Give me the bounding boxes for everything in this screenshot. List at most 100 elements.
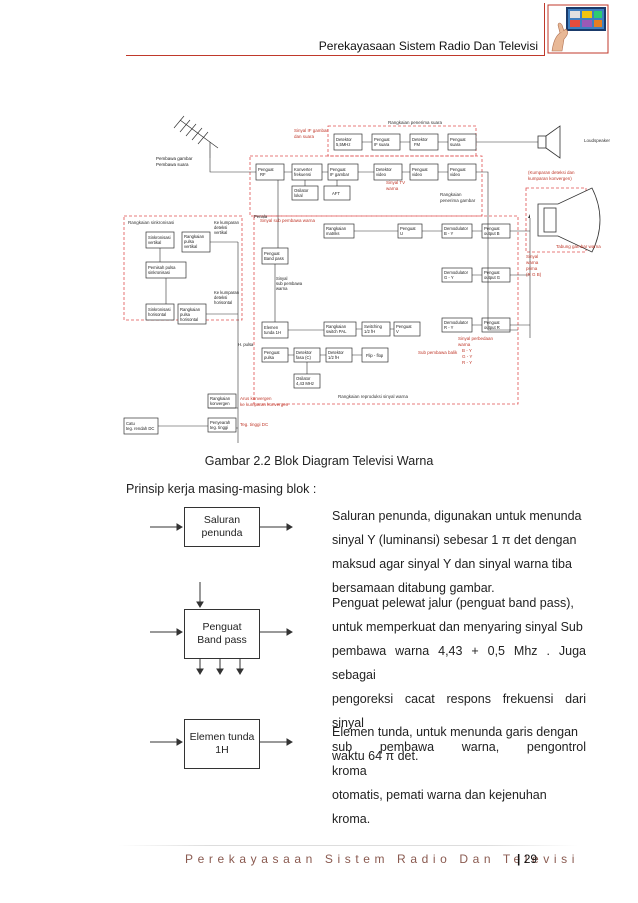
footer-title: Perekayasaan Sistem Radio Dan Televisi (185, 852, 580, 866)
svg-text:Ke kumparan: Ke kumparan (214, 290, 240, 295)
svg-text:Detektor: Detektor (296, 350, 312, 355)
paragraph-line: Penguat pelewat jalur (penguat band pass… (332, 596, 574, 610)
paragraph-line: otomatis, pemati warna dan kejenuhan kro… (332, 788, 547, 826)
svg-text:Pembawa suara: Pembawa suara (156, 162, 189, 167)
svg-text:Switching: Switching (364, 324, 383, 329)
tv-logo-image (547, 4, 609, 54)
svg-text:suara: suara (450, 142, 461, 147)
svg-text:Rangkaian reproduksi sinyal wa: Rangkaian reproduksi sinyal warna (338, 394, 409, 399)
svg-text:Ke kumparan: Ke kumparan (214, 220, 240, 225)
svg-text:AFT: AFT (332, 191, 340, 196)
svg-text:Demodulator: Demodulator (444, 320, 469, 325)
svg-text:deteksi: deteksi (214, 225, 227, 230)
svg-text:Sinyal: Sinyal (526, 254, 538, 259)
svg-text:1/2 fH: 1/2 fH (328, 355, 339, 360)
svg-text:warna: warna (386, 186, 399, 191)
svg-text:Sub pembawa balik: Sub pembawa balik (418, 350, 458, 355)
svg-text:Sinkronisasi: Sinkronisasi (148, 307, 171, 312)
svg-text:vertikal: vertikal (184, 244, 197, 249)
svg-text:lokal: lokal (294, 193, 303, 198)
svg-text:horisontal: horisontal (148, 312, 166, 317)
svg-text:Penguat: Penguat (484, 226, 500, 231)
svg-text:teg. rendah DC: teg. rendah DC (126, 426, 154, 431)
svg-text:dan suara: dan suara (294, 134, 315, 139)
svg-text:Penguat: Penguat (264, 251, 280, 256)
svg-text:warna: warna (276, 286, 288, 291)
svg-text:horisontal: horisontal (180, 317, 198, 322)
svg-text:pulsa: pulsa (180, 312, 191, 317)
header-frame: Perekayasaan Sistem Radio Dan Televisi (126, 3, 545, 56)
svg-text:sub pembawa: sub pembawa (276, 281, 303, 286)
svg-text:Rangkaian: Rangkaian (326, 226, 347, 231)
svg-text:V: V (396, 329, 399, 334)
svg-text:Pemisah pulsa: Pemisah pulsa (148, 265, 176, 270)
svg-text:kumparan konvergen): kumparan konvergen) (528, 176, 572, 181)
svg-text:Teg. tinggi DC: Teg. tinggi DC (240, 422, 269, 427)
region-color (253, 215, 519, 405)
svg-text:Penguat: Penguat (450, 137, 466, 142)
svg-text:Penguat: Penguat (484, 270, 500, 275)
svg-text:konvergen: konvergen (210, 401, 230, 406)
svg-text:video: video (450, 172, 461, 177)
svg-text:Sinyal IF gambar: Sinyal IF gambar (294, 128, 329, 133)
svg-text:Demodulator: Demodulator (444, 226, 469, 231)
svg-text:Penguat: Penguat (484, 320, 500, 325)
svg-text:G - Y: G - Y (444, 275, 454, 280)
svg-text:Detektor: Detektor (328, 350, 344, 355)
svg-text:FM: FM (414, 142, 421, 147)
svg-text:IF gambar: IF gambar (330, 172, 350, 177)
label-antenna: Pembawa gambar (156, 156, 193, 161)
paragraph-line: untuk memperkuat dan menyaring sinyal Su… (332, 620, 583, 634)
svg-text:Elemen: Elemen (264, 325, 279, 330)
svg-text:video: video (412, 172, 423, 177)
svg-text:Sinyal sub pembawa warna: Sinyal sub pembawa warna (260, 218, 316, 223)
paragraph-line: waktu 64 π det. (332, 749, 419, 763)
svg-text:Osilator: Osilator (294, 188, 309, 193)
svg-text:Penguat: Penguat (400, 226, 416, 231)
svg-text:Rangkaian: Rangkaian (326, 324, 347, 329)
intro-text: Prinsip kerja masing-masing blok : (126, 482, 317, 496)
paragraph-line: sinyal Y (luminansi) sebesar 1 π det den… (332, 533, 577, 547)
svg-text:Sinyal: Sinyal (276, 276, 287, 281)
paragraph-elemen-tunda: Elemen tunda, untuk menunda garis dengan… (332, 720, 586, 768)
svg-text:IF suara: IF suara (374, 142, 390, 147)
svg-text:horisontal: horisontal (214, 300, 232, 305)
svg-text:Sinkronisasi: Sinkronisasi (148, 235, 171, 240)
svg-text:warna: warna (526, 260, 539, 265)
svg-text:Konverter: Konverter (294, 167, 313, 172)
region-picture (249, 155, 483, 217)
block-penguat-band-pass: Penguat Band pass (184, 609, 260, 659)
svg-text:Loudspeaker: Loudspeaker (584, 138, 611, 143)
svg-text:frekuensi: frekuensi (294, 172, 311, 177)
paragraph-line: Elemen tunda, untuk menunda garis dengan (332, 725, 579, 739)
svg-text:B - Y: B - Y (462, 348, 472, 353)
svg-text:G - Y: G - Y (462, 354, 472, 359)
svg-text:1/2 fH: 1/2 fH (364, 329, 375, 334)
svg-text:Sinyal perbedaan: Sinyal perbedaan (458, 336, 494, 341)
paragraph-line: pembawa warna 4,43 + 0,5 Mhz . Juga seba… (332, 644, 586, 682)
svg-text:Band pass: Band pass (264, 256, 284, 261)
footer-rule (118, 845, 578, 846)
svg-text:pulsa: pulsa (184, 239, 195, 244)
footer-separator: | (517, 852, 521, 866)
svg-text:switch PAL: switch PAL (326, 329, 347, 334)
svg-text:video: video (376, 172, 387, 177)
svg-text:penerima gambar: penerima gambar (440, 198, 476, 203)
svg-text:Penguat: Penguat (450, 167, 466, 172)
svg-text:ke kumparan konvergen: ke kumparan konvergen (240, 402, 289, 407)
figure-caption: Gambar 2.2 Blok Diagram Televisi Warna (204, 454, 434, 468)
tv-block-diagram: Pembawa gambar Pembawa suara (123, 115, 611, 443)
svg-text:Penguat: Penguat (374, 137, 390, 142)
svg-text:Penala: Penala (254, 214, 268, 219)
block-elemen-tunda: Elemen tunda 1H (184, 719, 260, 769)
svg-text:Osilator: Osilator (296, 376, 311, 381)
svg-text:Flip - flop: Flip - flop (366, 353, 384, 358)
paragraph-line: pengoreksi cacat respons frekuensi dari … (332, 692, 586, 730)
svg-text:Rangkaian sinkronisasi: Rangkaian sinkronisasi (128, 220, 174, 225)
svg-text:Arus konvergen: Arus konvergen (240, 396, 272, 401)
header-title: Perekayasaan Sistem Radio Dan Televisi (318, 39, 538, 53)
svg-text:Detektor: Detektor (412, 137, 428, 142)
block-illustrations (150, 523, 293, 746)
svg-text:Catu: Catu (126, 421, 136, 426)
svg-text:Penguat: Penguat (330, 167, 346, 172)
